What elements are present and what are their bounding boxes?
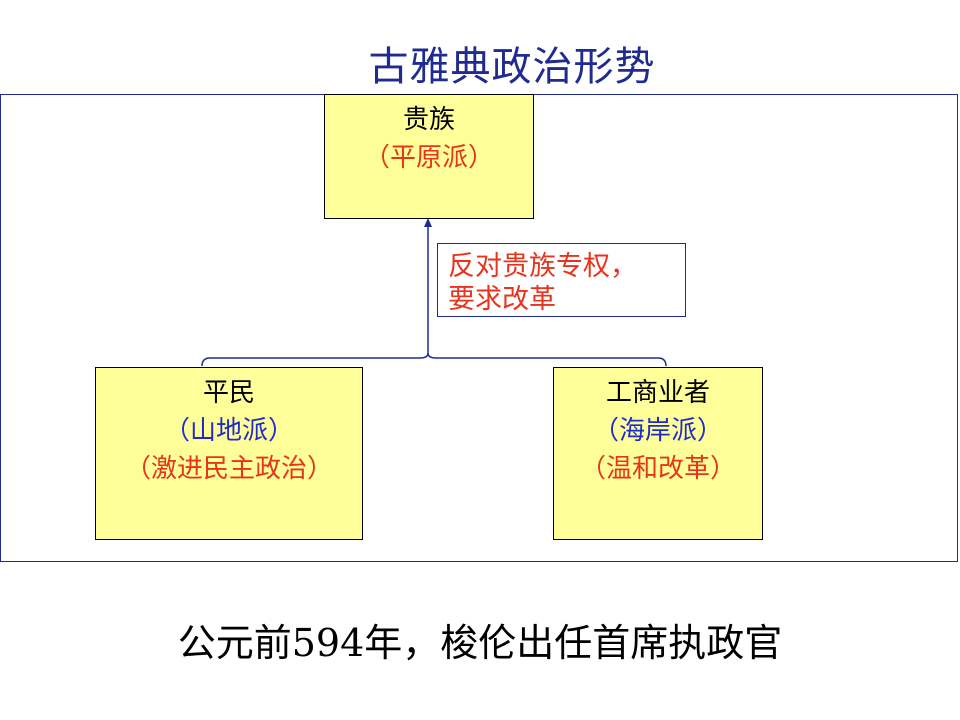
reform-demand-line2: 要求改革 [448, 284, 556, 315]
commoners-box: 平民 （山地派） （激进民主政治） [95, 367, 363, 540]
commoners-faction: （山地派） [163, 416, 294, 446]
merchants-faction: （海岸派） [592, 416, 723, 446]
reform-demand-line1: 反对贵族专权， [448, 251, 637, 282]
merchants-stance: （温和改革） [579, 454, 736, 484]
slide-title: 古雅典政治形势 [368, 44, 656, 90]
connector-left-branch [201, 352, 429, 367]
commoners-stance: （激进民主政治） [124, 454, 333, 484]
aristocrats-faction: （平原派） [363, 143, 494, 173]
footer-caption: 公元前594年，梭伦出任首席执政官 [177, 621, 783, 665]
arrowhead-icon [424, 218, 432, 227]
commoners-label: 平民 [202, 378, 255, 408]
merchants-box: 工商业者 （海岸派） （温和改革） [553, 367, 763, 540]
reform-demand-note: 反对贵族专权， 要求改革 [437, 243, 686, 317]
connector-right-branch [427, 352, 667, 367]
aristocrats-box: 贵族 （平原派） [324, 94, 534, 219]
aristocrats-label: 贵族 [402, 105, 455, 135]
merchants-label: 工商业者 [605, 378, 710, 408]
